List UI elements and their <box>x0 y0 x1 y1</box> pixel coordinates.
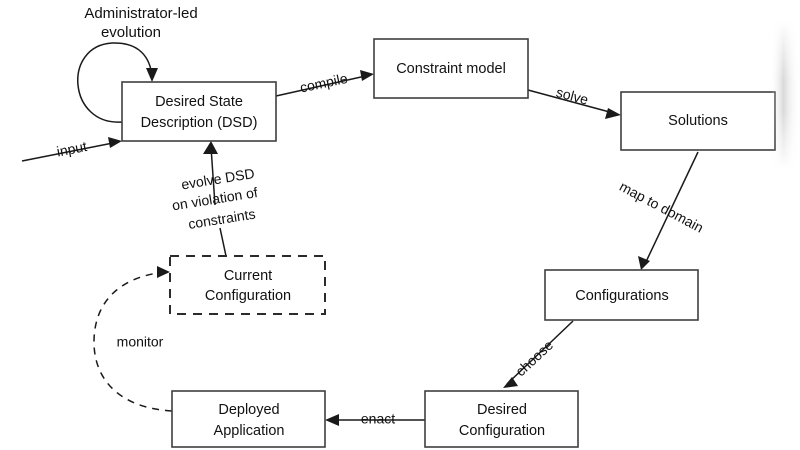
edge-map-to-domain-line <box>643 151 699 267</box>
edge-monitor-label: monitor <box>117 334 164 350</box>
node-desired-state-description-label-line2: Description (DSD) <box>141 115 258 131</box>
edge-compile-arrowhead <box>360 70 374 81</box>
edge-compile: compile <box>275 70 374 97</box>
edge-choose-arrowhead <box>503 377 518 388</box>
edge-admin-loop-curve <box>77 42 153 123</box>
node-deployed-application-label-line1: Deployed <box>218 402 279 418</box>
node-configurations-box[interactable] <box>544 269 699 321</box>
node-current-configuration-box[interactable] <box>169 255 326 315</box>
edge-admin-loop: Administrator-led evolution <box>77 5 198 123</box>
edge-choose: choose <box>503 320 574 388</box>
edge-enact-arrowhead <box>325 414 339 426</box>
node-desired-configuration-box[interactable] <box>424 390 579 448</box>
edge-solve-label: solve <box>554 84 590 108</box>
edge-evolve-dsd: evolve DSD on violation of constraints <box>171 141 259 257</box>
edge-compile-label: compile <box>298 70 349 96</box>
edge-enact-label: enact <box>361 411 395 427</box>
node-current-configuration-label-line2: Configuration <box>205 288 291 304</box>
edge-input-line <box>21 141 119 162</box>
edge-map-to-domain-label: map to domain <box>617 178 706 236</box>
edge-input: input <box>21 137 122 162</box>
edge-choose-label: choose <box>512 337 556 380</box>
edge-enact: enact <box>325 411 425 427</box>
edge-admin-loop-label-line1: Administrator-led <box>84 5 197 22</box>
edge-admin-loop-arrowhead <box>146 68 158 82</box>
edge-solve-line <box>527 89 618 115</box>
node-deployed-application-box[interactable] <box>171 390 326 448</box>
edge-monitor-arrowhead <box>157 266 170 278</box>
edge-evolve-dsd-upper-line <box>210 146 216 206</box>
edge-admin-loop-label-line2: evolution <box>101 24 161 41</box>
node-current-configuration[interactable]: Current Configuration <box>169 255 326 315</box>
node-desired-state-description-label-line1: Desired State <box>155 94 243 110</box>
node-configurations-label: Configurations <box>575 288 669 304</box>
edge-input-arrowhead <box>108 137 122 148</box>
node-solutions-label: Solutions <box>668 113 728 129</box>
node-desired-state-description[interactable]: Desired State Description (DSD) <box>121 81 277 142</box>
edge-evolve-dsd-lower-line <box>219 227 227 257</box>
node-current-configuration-label-line1: Current <box>224 268 272 284</box>
node-solutions[interactable]: Solutions <box>620 91 776 151</box>
edge-input-label: input <box>55 138 88 160</box>
node-desired-configuration-label-line2: Configuration <box>459 423 545 439</box>
node-desired-configuration[interactable]: Desired Configuration <box>424 390 579 448</box>
node-constraint-model-box[interactable] <box>373 38 529 99</box>
edge-evolve-dsd-arrowhead <box>203 141 218 154</box>
node-constraint-model[interactable]: Constraint model <box>373 38 529 99</box>
edge-map-to-domain-arrowhead <box>638 256 650 270</box>
edge-monitor-curve <box>93 271 173 412</box>
node-deployed-application[interactable]: Deployed Application <box>171 390 326 448</box>
node-desired-configuration-label-line1: Desired <box>477 402 527 418</box>
edge-fade-artifact <box>770 20 800 170</box>
edge-choose-line <box>506 320 574 385</box>
edge-solve: solve <box>527 84 621 119</box>
node-desired-state-description-box[interactable] <box>121 81 277 142</box>
node-deployed-application-label-line2: Application <box>214 423 285 439</box>
edge-compile-line <box>275 74 371 97</box>
edge-monitor: monitor <box>93 266 173 412</box>
edge-solve-arrowhead <box>605 108 621 119</box>
node-configurations[interactable]: Configurations <box>544 269 699 321</box>
node-constraint-model-label: Constraint model <box>396 61 506 77</box>
edge-map-to-domain: map to domain <box>617 151 706 270</box>
